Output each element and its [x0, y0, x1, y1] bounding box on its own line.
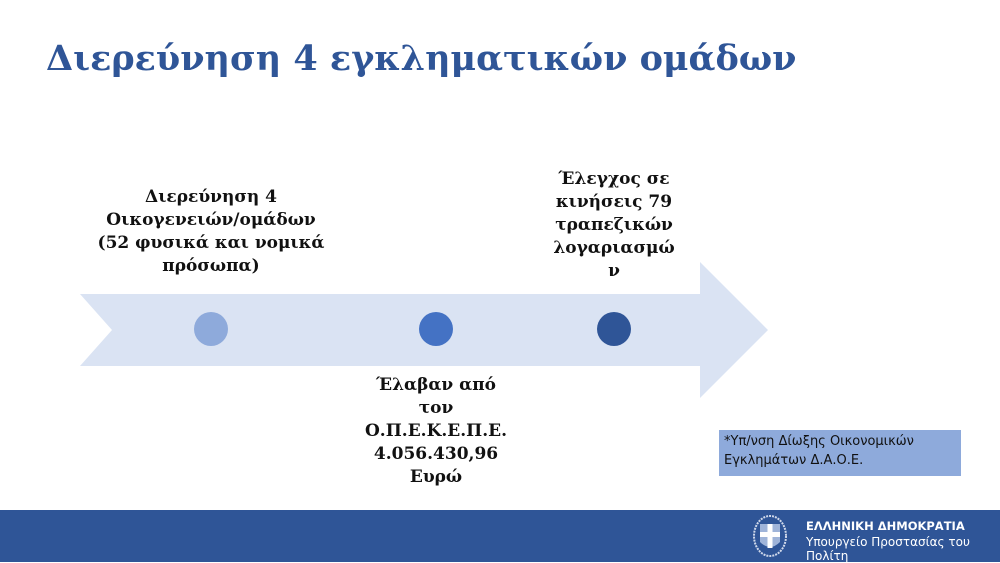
footer-line2: Υπουργείο Προστασίας του Πολίτη [806, 535, 970, 563]
source-note: *Υπ/νση Δίωξης Οικονομικών Εγκλημάτων Δ.… [719, 430, 961, 476]
slide-title: Διερεύνηση 4 εγκληματικών ομάδων [46, 38, 797, 79]
greek-coat-of-arms-icon [753, 515, 787, 557]
timeline-dot-2 [419, 312, 453, 346]
timeline-dot-3 [597, 312, 631, 346]
timeline-dot-1 [194, 312, 228, 346]
timeline-label-2: Έλαβαν από τον Ο.Π.Ε.Κ.Ε.Π.Ε. 4.056.430,… [365, 375, 507, 487]
timeline-label-3: Έλεγχος σε κινήσεις 79 τραπεζικών λογαρι… [553, 169, 675, 281]
footer-bar [0, 510, 1000, 562]
footer-line1: ΕΛΛΗΝΙΚΗ ΔΗΜΟΚΡΑΤΙΑ [806, 519, 965, 533]
timeline-label-1: Διερεύνηση 4 Οικογενειών/ομάδων (52 φυσι… [97, 187, 325, 276]
